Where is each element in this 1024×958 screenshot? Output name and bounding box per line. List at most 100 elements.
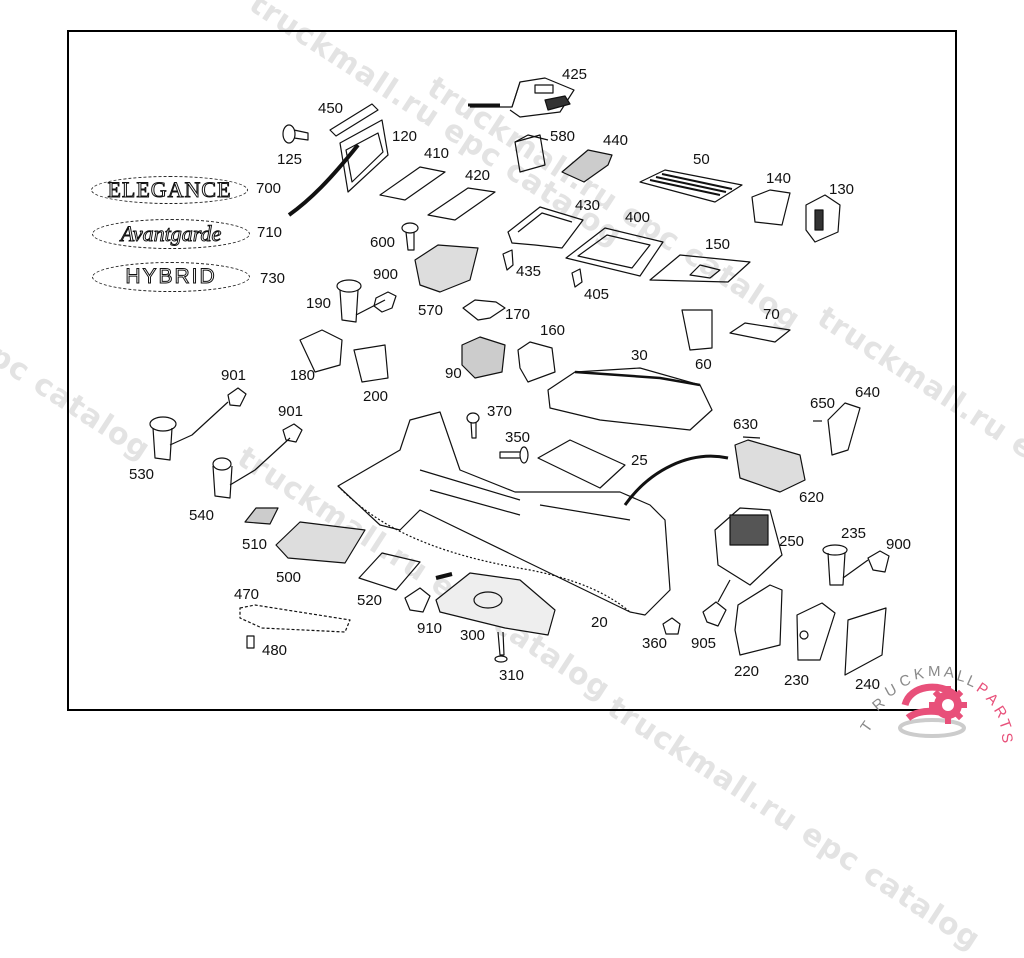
part-170-drawing [462,299,506,321]
part-label[interactable]: 235 [841,525,867,542]
part-label[interactable]: 570 [418,302,444,319]
part-label[interactable]: 900 [886,536,912,553]
part-label[interactable]: 420 [465,167,491,184]
svg-text:A: A [943,664,955,682]
part-label[interactable]: 580 [550,128,576,145]
part-120-drawing [339,119,389,193]
part-label[interactable]: 630 [733,416,759,433]
badge-avantgarde: Avantgarde [92,219,250,249]
part-label[interactable]: 480 [262,642,288,659]
part-label[interactable]: 50 [693,151,710,168]
part-label[interactable]: 600 [370,234,396,251]
part-label[interactable]: 200 [363,388,389,405]
part-label[interactable]: 30 [631,347,648,364]
part-label[interactable]: 120 [392,128,418,145]
part-310-drawing [494,631,508,663]
svg-text:C: C [897,671,913,691]
part-label[interactable]: 435 [516,263,542,280]
part-label[interactable]: 360 [642,635,668,652]
part-label[interactable]: 230 [784,672,810,689]
badge-text: Avantgarde [120,221,222,247]
part-190-drawing [336,279,386,323]
part-900b-drawing [867,550,890,573]
part-label[interactable]: 150 [705,236,731,253]
part-200-drawing [353,344,389,383]
part-label[interactable]: 500 [276,569,302,586]
part-250-drawing [714,507,783,603]
part-900a-drawing [373,291,397,313]
part-580-drawing [514,134,549,173]
part-30-drawing [547,367,713,431]
part-label[interactable]: 90 [445,365,462,382]
part-label[interactable]: 250 [779,533,805,550]
part-label[interactable]: 25 [631,452,648,469]
part-405-drawing [571,268,583,288]
part-435-drawing [502,249,514,271]
brand-logo: T R U C K M A L L P A R T S [860,660,1024,750]
part-label[interactable]: 470 [234,586,260,603]
part-901b-drawing [282,423,303,443]
part-label[interactable]: 190 [306,295,332,312]
part-label[interactable]: 440 [603,132,629,149]
part-label[interactable]: 910 [417,620,443,637]
part-420-drawing [427,187,496,221]
part-label[interactable]: 60 [695,356,712,373]
part-label[interactable]: 530 [129,466,155,483]
part-label[interactable]: 20 [591,614,608,631]
part-70-drawing [729,322,791,343]
svg-text:T: T [860,718,876,735]
part-label[interactable]: 370 [487,403,513,420]
part-label[interactable]: 620 [799,489,825,506]
part-label[interactable]: 710 [257,224,283,241]
part-label[interactable]: 640 [855,384,881,401]
part-910-drawing [404,587,431,613]
part-label[interactable]: 240 [855,676,881,693]
part-label[interactable]: 425 [562,66,588,83]
part-50-drawing [639,169,743,203]
part-90-drawing [461,336,506,379]
part-label[interactable]: 900 [373,266,399,283]
parts-line-art [149,77,890,676]
part-label[interactable]: 170 [505,306,531,323]
part-label[interactable]: 510 [242,536,268,553]
part-425-drawing [468,77,575,118]
part-label[interactable]: 220 [734,663,760,680]
svg-text:K: K [913,665,925,683]
part-label[interactable]: 130 [829,181,855,198]
part-label[interactable]: 405 [584,286,610,303]
arrow [623,454,729,506]
part-label[interactable]: 310 [499,667,525,684]
part-label[interactable]: 700 [256,180,282,197]
svg-text:S: S [998,732,1016,744]
part-370-drawing [466,412,480,439]
part-230-drawing [796,602,836,661]
part-480-drawing [246,635,255,649]
part-label[interactable]: 430 [575,197,601,214]
part-label[interactable]: 520 [357,592,383,609]
part-440-drawing [561,149,613,183]
part-label[interactable]: 901 [221,367,247,384]
svg-text:U: U [882,681,900,701]
part-label[interactable]: 450 [318,100,344,117]
part-label[interactable]: 160 [540,322,566,339]
part-label[interactable]: 140 [766,170,792,187]
part-160-drawing [517,341,556,383]
part-label[interactable]: 410 [424,145,450,162]
part-label[interactable]: 180 [290,367,316,384]
part-label[interactable]: 901 [278,403,304,420]
part-530-drawing [149,401,229,461]
svg-text:R: R [869,695,888,715]
part-label[interactable]: 540 [189,507,215,524]
badge-text: ELEGANCE [107,177,232,203]
part-label[interactable]: 125 [277,151,303,168]
part-label[interactable]: 730 [260,270,286,287]
part-label[interactable]: 70 [763,306,780,323]
part-label[interactable]: 300 [460,627,486,644]
part-600-drawing [401,222,419,251]
part-640-drawing [827,402,861,456]
part-label[interactable]: 350 [505,429,531,446]
part-label[interactable]: 400 [625,209,651,226]
part-label[interactable]: 650 [810,395,836,412]
part-label[interactable]: 905 [691,635,717,652]
